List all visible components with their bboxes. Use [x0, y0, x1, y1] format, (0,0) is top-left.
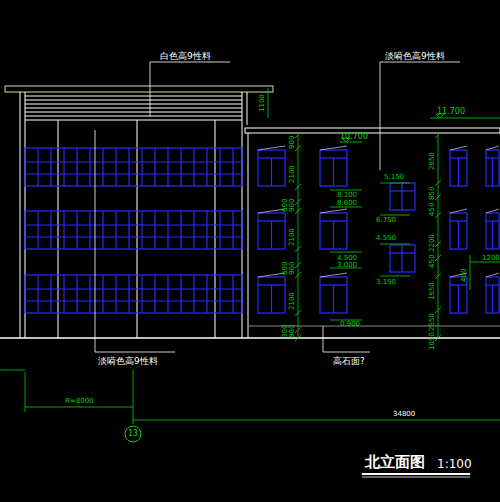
- dimension-label: 300: [282, 325, 289, 338]
- dimension-label: 6.750: [376, 217, 396, 224]
- dimension-label: 400: [461, 269, 468, 282]
- dimension-label: 4.550: [376, 235, 396, 242]
- dimension-label: 4.500: [337, 255, 357, 262]
- dimension-label: 5.150: [384, 174, 404, 181]
- dimension-label: R=8000: [65, 398, 94, 405]
- dimension-label: 900: [289, 136, 296, 149]
- dimension-label: 2100: [289, 165, 296, 183]
- dimension-label: 淡嗬色高9性料: [385, 52, 445, 61]
- dimension-label: 淡嗬色高9性料: [98, 357, 158, 366]
- dimension-label: 8.100: [337, 192, 357, 199]
- dimension-label: 10.700: [340, 133, 368, 141]
- dimension-label: 34800: [393, 411, 415, 418]
- dimension-label: 450: [429, 255, 436, 268]
- dimension-label: 600: [282, 262, 289, 275]
- dimension-label: 3.150: [376, 279, 396, 286]
- dimension-label: 0.900: [340, 321, 360, 328]
- dimension-label: 1100: [259, 94, 266, 112]
- dimension-label: 600: [282, 199, 289, 212]
- dimension-label: 2100: [289, 292, 296, 310]
- dimension-label: 白色高9性料: [160, 52, 211, 61]
- dimension-label: 850: [429, 187, 436, 200]
- dimension-label: 1200: [482, 255, 500, 262]
- dimension-label: 900: [289, 262, 296, 275]
- dimension-label: 11.700: [437, 108, 465, 116]
- dimension-label: 8.600: [337, 200, 357, 207]
- axis-number: 13: [124, 425, 142, 443]
- dimension-label: 2200: [429, 234, 436, 252]
- dimension-label: 2100: [289, 228, 296, 246]
- dimension-label: 900: [289, 199, 296, 212]
- dimension-label: 2550: [429, 313, 436, 331]
- dimension-label: 1050: [429, 332, 436, 350]
- dimension-label: 900: [289, 325, 296, 338]
- dimension-label: 450: [429, 203, 436, 216]
- dimension-label: 3.000: [337, 262, 357, 269]
- dimension-label: 2650: [429, 152, 436, 170]
- drawing-title: 北立面图: [365, 455, 425, 470]
- dimension-label: 高石面?: [333, 357, 365, 366]
- axis-circle: 13: [124, 425, 142, 443]
- dimension-label: 1650: [429, 282, 436, 300]
- dimension-label: 1:100: [437, 458, 472, 470]
